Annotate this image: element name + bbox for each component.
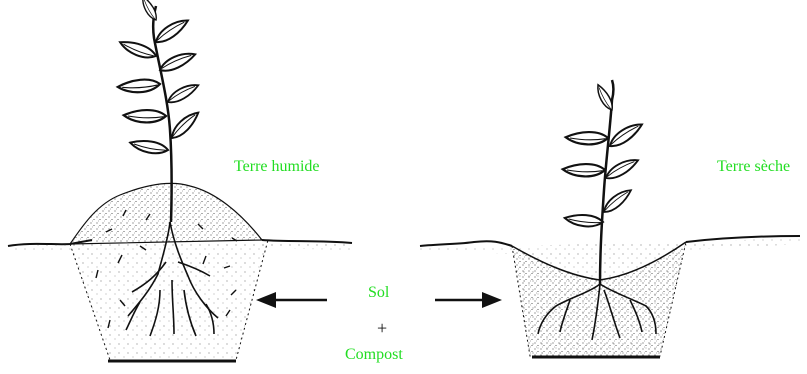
plant-icon (117, 0, 203, 159)
wet-soil-planting (8, 0, 352, 361)
plant-icon (562, 82, 646, 231)
wet-soil-label: Terre humide (234, 158, 320, 176)
planting-hole-left (70, 240, 268, 360)
soil-mound (70, 183, 262, 244)
soil-label: Sol (368, 284, 389, 302)
compost-label: Compost (345, 346, 403, 364)
plus-sign: + (377, 318, 387, 339)
arrow-right-icon (435, 292, 502, 308)
arrow-left-icon (256, 292, 327, 308)
dry-soil-label: Terre sèche (717, 158, 790, 176)
dry-soil-planting (420, 80, 800, 357)
